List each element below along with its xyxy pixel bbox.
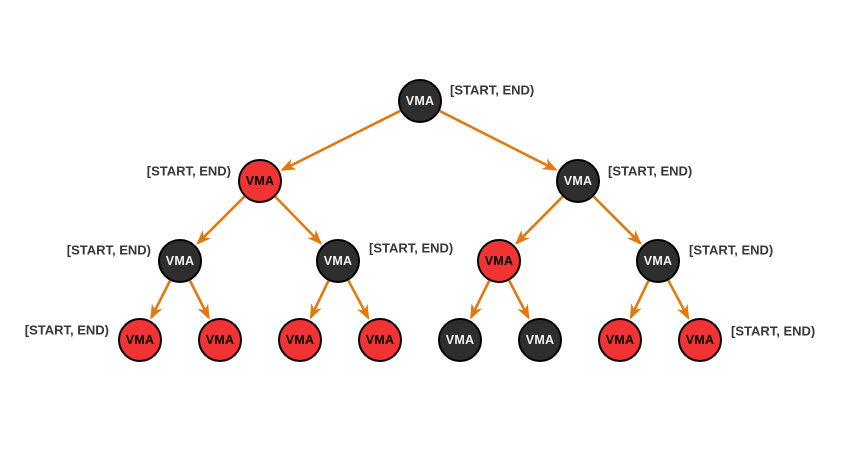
- tree-edge-root-R: [439, 109, 558, 171]
- node-circle-dark: [636, 239, 680, 283]
- tree-edge-L-LL: [196, 195, 246, 245]
- node-label: VMA: [644, 254, 672, 268]
- node-circle-red: [477, 239, 521, 283]
- tree-edge-LR-LRL: [309, 280, 330, 320]
- interval-label-LR: [START, END): [369, 241, 453, 256]
- tree-node-R: VMA: [556, 159, 600, 203]
- interval-label-RRR: [START, END): [731, 324, 815, 339]
- node-circle-dark: [518, 318, 562, 362]
- interval-label-RR: [START, END): [689, 243, 773, 258]
- interval-label-LLL: [START, END): [25, 323, 109, 338]
- node-circle-red: [118, 318, 162, 362]
- tree-node-L: VMA: [238, 159, 282, 203]
- node-circle-red: [238, 159, 282, 203]
- tree-node-LLL: VMA: [118, 318, 162, 362]
- interval-label-L: [START, END): [147, 164, 231, 179]
- tree-node-RLR: VMA: [518, 318, 562, 362]
- node-label: VMA: [366, 333, 394, 347]
- tree-node-RRL: VMA: [598, 318, 642, 362]
- tree-edge-LR-LRR: [347, 279, 370, 320]
- tree-edge-LL-LLR: [188, 280, 210, 320]
- node-circle-dark: [316, 239, 360, 283]
- node-label: VMA: [606, 333, 634, 347]
- node-circle-dark: [438, 318, 482, 362]
- interval-label-root: [START, END): [450, 83, 534, 98]
- node-label: VMA: [166, 254, 194, 268]
- node-label: VMA: [564, 174, 592, 188]
- tree-edge-RL-RLL: [469, 280, 491, 320]
- tree-node-RL: VMA: [477, 239, 521, 283]
- interval-label-R: [START, END): [608, 164, 692, 179]
- tree-node-LRR: VMA: [358, 318, 402, 362]
- tree-node-LRL: VMA: [278, 318, 322, 362]
- tree-node-RRR: VMA: [678, 318, 722, 362]
- node-circle-dark: [158, 239, 202, 283]
- node-label: VMA: [686, 333, 714, 347]
- tree-node-LLR: VMA: [198, 318, 242, 362]
- node-circle-red: [678, 318, 722, 362]
- tree-edge-RR-RRL: [629, 280, 650, 320]
- tree-node-root: VMA: [398, 79, 442, 123]
- node-label: VMA: [286, 333, 314, 347]
- node-circle-red: [198, 318, 242, 362]
- tree-node-RR: VMA: [636, 239, 680, 283]
- node-label: VMA: [406, 94, 434, 108]
- tree-edge-root-L: [280, 109, 401, 171]
- node-circle-dark: [398, 79, 442, 123]
- node-label: VMA: [526, 333, 554, 347]
- node-label: VMA: [485, 254, 513, 268]
- tree-edge-LL-LLL: [150, 280, 172, 320]
- tree-node-RLL: VMA: [438, 318, 482, 362]
- node-circle-red: [358, 318, 402, 362]
- node-label: VMA: [446, 333, 474, 347]
- tree-edge-RL-RLR: [507, 279, 530, 320]
- tree-edge-R-RL: [515, 195, 564, 245]
- tree-edge-R-RR: [592, 195, 642, 245]
- node-label: VMA: [246, 174, 274, 188]
- node-label: VMA: [206, 333, 234, 347]
- interval-label-LL: [START, END): [67, 243, 151, 258]
- node-label: VMA: [126, 333, 154, 347]
- node-label: VMA: [324, 254, 352, 268]
- node-circle-red: [278, 318, 322, 362]
- node-circle-dark: [556, 159, 600, 203]
- tree-node-LL: VMA: [158, 239, 202, 283]
- node-circle-red: [598, 318, 642, 362]
- tree-node-LR: VMA: [316, 239, 360, 283]
- tree-edge-L-LR: [274, 195, 323, 245]
- tree-edge-RR-RRR: [667, 279, 690, 320]
